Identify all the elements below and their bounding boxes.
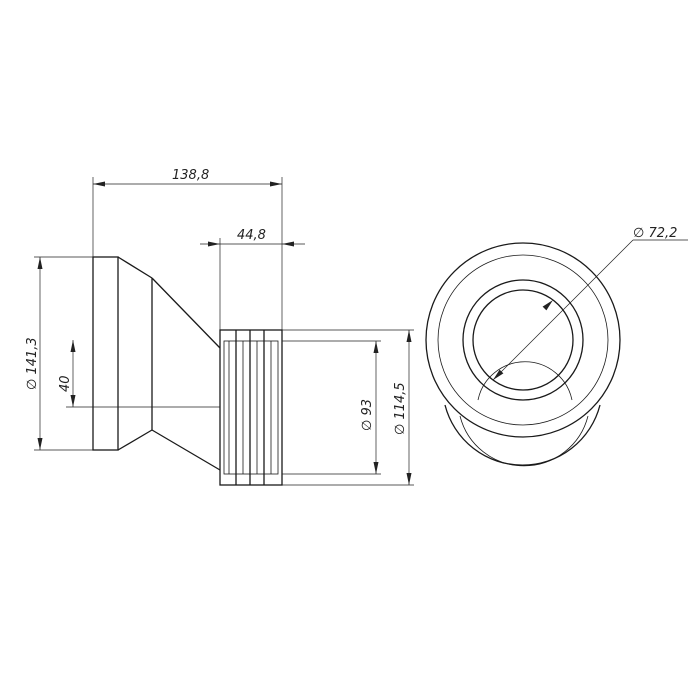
dimension-bore-diameter: ∅ 72,2 — [492, 226, 688, 381]
dimension-total-length: 138,8 — [92, 168, 283, 330]
outer-seal-diameter-label: ∅ 114,5 — [393, 382, 408, 435]
outlet-flange — [92, 256, 119, 451]
dimension-seal-diameters: ∅ 93 ∅ 114,5 — [282, 329, 414, 486]
dimension-large-diameter: ∅ 141,3 — [25, 256, 93, 451]
seal-ring — [462, 279, 584, 401]
total-length-label: 138,8 — [172, 168, 209, 183]
bore-diameter-label: ∅ 72,2 — [633, 226, 677, 241]
dimension-offset: 40 — [58, 340, 220, 408]
large-diameter-label: ∅ 141,3 — [25, 337, 40, 390]
dimension-socket-length: 44,8 — [200, 228, 305, 330]
offset-label: 40 — [58, 375, 73, 392]
side-view — [92, 256, 283, 486]
outer-flange-ring — [425, 242, 621, 438]
front-view — [425, 242, 621, 467]
seal-socket — [219, 329, 283, 486]
conical-body — [151, 277, 221, 471]
inner-seal-diameter-label: ∅ 93 — [360, 399, 375, 431]
rear-ring — [444, 404, 601, 466]
socket-length-label: 44,8 — [237, 228, 266, 243]
transition-step — [117, 256, 153, 451]
bore — [472, 289, 574, 391]
